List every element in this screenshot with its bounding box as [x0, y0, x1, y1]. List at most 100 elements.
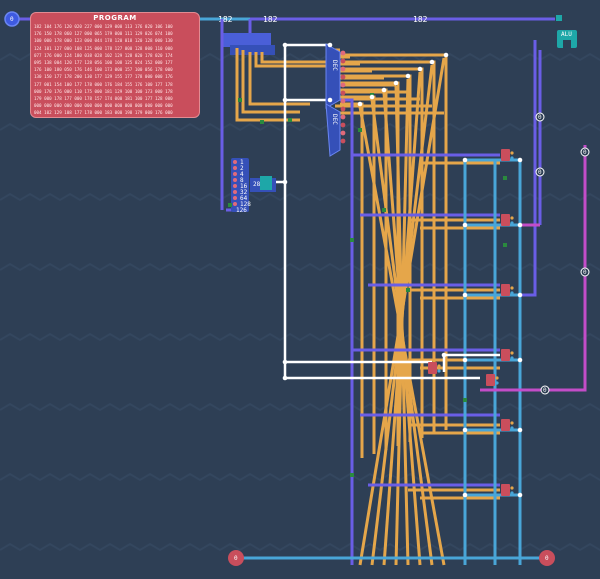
- decoder-pin: [340, 138, 346, 144]
- register-panel[interactable]: 28 126: [231, 158, 276, 214]
- register-pin: [510, 351, 514, 355]
- bit-splitter[interactable]: [221, 33, 275, 55]
- zigzag-line: [0, 472, 600, 482]
- magenta-wire-bundle[interactable]: [480, 145, 587, 392]
- register-pin: [510, 221, 514, 225]
- panel-pin-label: 2: [240, 165, 244, 172]
- wire-junction: [393, 80, 399, 86]
- zigzag-line: [0, 402, 600, 412]
- zigzag-line: [0, 262, 600, 272]
- program-row: 004 102 129 108 177 178 000 183 000 198 …: [34, 110, 173, 116]
- bottom-value: 126: [236, 207, 247, 214]
- wire-marker: [406, 288, 410, 292]
- register-node: [428, 362, 437, 374]
- bus-label-2: 182: [263, 15, 278, 24]
- program-row: 130 150 177 178 200 130 177 129 155 177 …: [34, 74, 173, 80]
- end-right-value: 0: [545, 555, 549, 562]
- program-rows: 182 104 176 120 020 227 000 129 000 113 …: [34, 23, 196, 117]
- program-row: 000 170 176 000 110 175 000 181 129 100 …: [34, 88, 173, 94]
- wire-marker: [288, 118, 292, 122]
- alu-block[interactable]: ALU: [557, 30, 577, 48]
- program-row: 182 104 176 120 020 227 000 129 000 113 …: [34, 24, 173, 29]
- purple-right: [500, 40, 537, 297]
- wire-junction: [462, 357, 468, 363]
- program-row: 176 100 180 050 176 146 100 173 000 157 …: [34, 67, 173, 73]
- wire-junction: [282, 359, 288, 365]
- decoder-output-pins: [340, 50, 346, 144]
- wire-junction: [327, 42, 333, 48]
- decoder-pin: [340, 98, 346, 104]
- purple-vertical: [340, 98, 354, 565]
- register-node: [486, 374, 495, 386]
- register-pin: [495, 381, 499, 385]
- orange-left-loop: [248, 52, 310, 106]
- bus-label-3: 182: [413, 15, 428, 24]
- wire-junction: [327, 97, 333, 103]
- panel-pin-label: 4: [240, 171, 244, 178]
- program-row: 179 000 178 177 000 178 157 174 000 181 …: [34, 96, 173, 102]
- decoder-pin: [340, 58, 346, 64]
- wire-marker: [228, 203, 232, 207]
- decoder-pin: [340, 90, 346, 96]
- blue-wire-bundle[interactable]: [236, 158, 547, 565]
- wire-value-labels: 0 0 0 0 0: [535, 112, 590, 395]
- decoder-pin: [340, 66, 346, 72]
- panel-pin-label: 32: [240, 189, 248, 196]
- decoder-1-label: DEC: [331, 60, 338, 71]
- orange-left-loop: [241, 50, 300, 114]
- decoder-pin: [340, 114, 346, 120]
- magenta-wire: [480, 145, 587, 392]
- register-pin: [510, 291, 514, 295]
- wire-junction: [517, 222, 523, 228]
- register-value: 28: [253, 181, 261, 188]
- purple-b-value: 0: [583, 149, 587, 156]
- decoder-pin: [340, 82, 346, 88]
- register-pin: [495, 376, 499, 380]
- decoder-1[interactable]: DEC: [325, 43, 341, 109]
- zigzag-line: [0, 192, 600, 202]
- wire-junction: [462, 157, 468, 163]
- magenta-mid-value: 0: [583, 269, 587, 276]
- counter-node[interactable]: 0: [4, 11, 20, 27]
- bottom-right-node[interactable]: 0: [539, 550, 555, 566]
- wire-junction: [441, 352, 447, 358]
- panel-pin-label: 64: [240, 195, 248, 202]
- orange-wire-bundle[interactable]: [235, 48, 500, 566]
- wire-marker: [238, 98, 242, 102]
- wire-marker: [260, 120, 264, 124]
- register-node: [501, 149, 510, 161]
- program-row: 095 138 004 120 177 128 056 100 108 125 …: [34, 60, 173, 66]
- panel-pin-label: 8: [240, 177, 244, 184]
- wire-junction: [405, 73, 411, 79]
- background-pattern: [0, 52, 600, 552]
- wire-junction: [443, 52, 449, 58]
- wire-junction: [517, 157, 523, 163]
- register-pin: [510, 156, 514, 160]
- register-node: [501, 284, 510, 296]
- decoder-pin: [340, 122, 346, 128]
- panel-pin: [233, 202, 237, 206]
- wire-junction: [282, 97, 288, 103]
- decoder-pin: [340, 130, 346, 136]
- alu-label: ALU: [561, 31, 572, 38]
- bus-endpoint: [556, 15, 562, 21]
- wire-junction: [282, 375, 288, 381]
- register-pin: [510, 491, 514, 495]
- counter-value: 0: [10, 16, 14, 23]
- register-pin: [437, 369, 441, 373]
- wire-marker: [350, 238, 354, 242]
- program-row: 000 000 000 000 000 000 000 000 000 000 …: [34, 103, 173, 109]
- register-pin: [510, 486, 514, 490]
- register-node: [501, 419, 510, 431]
- program-memory[interactable]: PROGRAM 182 104 176 120 020 227 000 129 …: [30, 12, 200, 118]
- decoder-2[interactable]: DEC: [325, 103, 341, 157]
- bottom-left-node[interactable]: 0: [228, 550, 244, 566]
- wire-junction: [462, 492, 468, 498]
- register-pin: [510, 151, 514, 155]
- wire-junction: [517, 292, 523, 298]
- register-pin: [510, 426, 514, 430]
- wire-junction: [517, 357, 523, 363]
